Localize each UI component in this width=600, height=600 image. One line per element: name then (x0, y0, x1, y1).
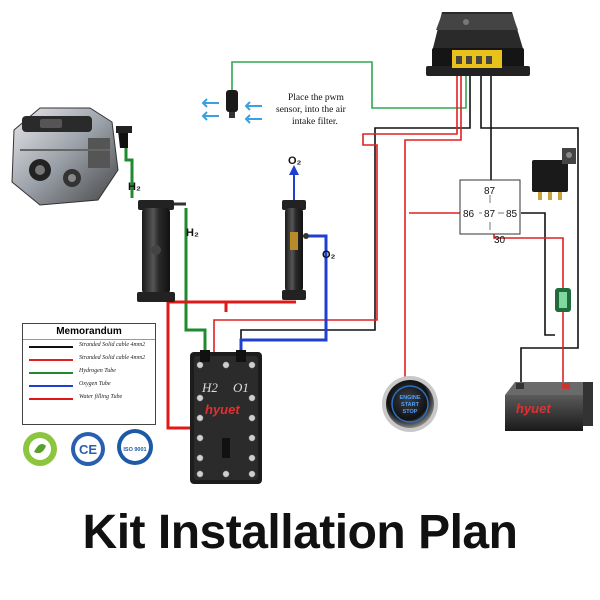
generator-o1-label: O1 (233, 380, 249, 395)
legend-swatch (29, 359, 73, 361)
o2-label-top: O₂ (288, 155, 302, 167)
airflow-arrows (201, 98, 262, 124)
eco-badge-icon (23, 432, 57, 466)
hydrogen-tube-to-engine (124, 148, 134, 198)
engine (11, 107, 119, 206)
h2-label-engine: H₂ (128, 181, 141, 193)
start-button-line3: STOP (403, 409, 418, 415)
legend-label: Stranded Solid cable 4mm2 (79, 342, 146, 348)
hho-generator (190, 350, 262, 484)
legend-swatch (29, 346, 73, 348)
memorandum-item: Hydrogen Tube (23, 366, 155, 379)
page-title: Kit Installation Plan (82, 506, 518, 559)
pwm-sensor (226, 90, 238, 118)
controller-note-line2: sensor, into the air (276, 105, 347, 115)
ce-badge-text: CE (79, 442, 97, 457)
relay-pin-86: 86 (463, 209, 475, 220)
red-wire-start-button (404, 76, 462, 380)
legend-swatch (29, 398, 73, 400)
memorandum-item: Stranded Solid cable 4mm2 (23, 353, 155, 366)
generator-h2-label: H2 (201, 380, 218, 395)
memorandum-title: Memorandum (23, 324, 155, 340)
red-wires (213, 76, 564, 388)
start-button-line1: ENGINE (399, 395, 420, 401)
memorandum-item: Stranded Solid cable 4mm2 (23, 340, 155, 353)
battery-brand: hyuet (516, 401, 551, 416)
memorandum-item: Water filling Tube (23, 392, 155, 405)
controller-note-line3: intake filter. (292, 116, 338, 127)
ce-badge-icon (71, 432, 105, 466)
pwm-controller (426, 12, 530, 76)
fuse-holder (555, 288, 571, 312)
legend-swatch (29, 372, 73, 374)
o2-label-side: O₂ (322, 249, 336, 261)
relay-internal (479, 195, 504, 230)
oxygen-tube (239, 234, 328, 352)
relay-pin-30: 30 (494, 235, 506, 246)
oxygen-outlet-arrow (289, 165, 299, 200)
hydrogen-tubes (124, 148, 207, 350)
relay-pin-87-mid: 87 (484, 209, 496, 220)
oxygen-tank (282, 200, 309, 300)
black-wire-controller-to-generator (240, 76, 471, 352)
legend-swatch (29, 385, 73, 387)
generator-brand: hyuet (205, 402, 240, 417)
memorandum-item: Oxygen Tube (23, 379, 155, 392)
legend-label: Oxygen Tube (79, 381, 111, 387)
controller-note-line1: Place the pwm (288, 93, 345, 103)
black-wire-controller-to-battery (480, 76, 579, 386)
iso-badge-icon (117, 429, 153, 465)
legend-label: Water filling Tube (79, 394, 123, 400)
sensor-wire (231, 61, 467, 109)
relay-pin-85: 85 (506, 209, 518, 220)
start-button-line2: START (401, 402, 420, 408)
h2-label-tank: H₂ (186, 227, 199, 239)
red-wire-controller-to-generator (213, 76, 458, 352)
legend-label: Stranded Solid cable 4mm2 (79, 355, 146, 361)
iso-badge-text: ISO 9001 (123, 447, 146, 453)
engine-intake-fitting (116, 126, 132, 148)
engine-start-button (382, 376, 438, 432)
red-wire-relay30-fuse (493, 234, 564, 296)
hydrogen-tube-to-generator (184, 208, 207, 350)
hydrogen-tank (137, 200, 186, 302)
car-battery (505, 382, 593, 431)
black-wire-relay85-bus (521, 212, 555, 336)
legend-label: Hydrogen Tube (79, 368, 116, 374)
relay-pin-87-top: 87 (484, 186, 496, 197)
black-wires (240, 76, 579, 386)
relay-photo (532, 148, 576, 200)
